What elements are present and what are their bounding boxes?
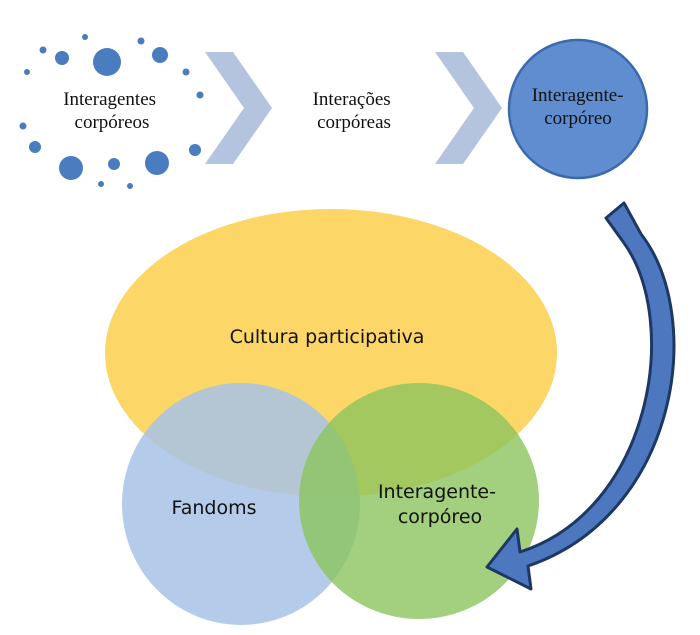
ring-dot: [137, 37, 145, 45]
chevron-arrow-1: [205, 52, 272, 164]
ring-dot: [59, 156, 83, 180]
step1-label-line1: Interagentes: [63, 89, 156, 110]
step3-circle: [507, 38, 649, 180]
ring-dot: [82, 34, 88, 40]
chevron-arrow-2: [435, 52, 502, 164]
svg-text:Interagente- corpóreo: Interagente- corpóreo: [532, 85, 629, 129]
ring-dot: [93, 48, 121, 76]
ring-dot: [127, 183, 133, 189]
step2-label-line1: Interações: [313, 89, 391, 110]
ring-dot: [55, 51, 69, 65]
ring-dot: [98, 181, 104, 187]
venn-circle-interagente: [299, 383, 539, 619]
step2-label-line2: corpóreas: [317, 112, 391, 133]
ring-dot: [39, 46, 47, 54]
venn-label-cultura: Cultura participativa: [230, 326, 425, 348]
ring-dot: [182, 68, 190, 76]
ring-dot: [29, 141, 41, 153]
ring-dot: [189, 144, 201, 156]
svg-text:Interações corpóreas: Interações corpóreas: [313, 89, 396, 133]
dotted-ring: [19, 34, 204, 189]
ring-dot: [108, 158, 120, 170]
venn-circle-fandoms: [122, 383, 360, 625]
venn-label-fandoms: Fandoms: [172, 497, 257, 519]
venn-label-interagente-line1: Interagente-: [378, 481, 496, 503]
ring-dot: [152, 47, 168, 63]
venn-diagram: [105, 209, 557, 625]
step3-label-line1: Interagente-: [532, 85, 624, 106]
curved-arrow: [485, 201, 676, 591]
ring-dot: [24, 69, 30, 75]
ring-dot: [145, 151, 169, 175]
step3-label-line2: corpóreo: [544, 108, 612, 129]
svg-text:Interagente- corpóreo: Interagente- corpóreo: [378, 481, 502, 528]
ring-dot: [196, 91, 204, 99]
ring-dot: [19, 122, 27, 130]
svg-text:Interagentes corpóreos: Interagentes corpóreos: [63, 89, 161, 133]
step1-label-line2: corpóreos: [75, 112, 150, 133]
venn-label-interagente-line2: corpóreo: [398, 506, 482, 528]
